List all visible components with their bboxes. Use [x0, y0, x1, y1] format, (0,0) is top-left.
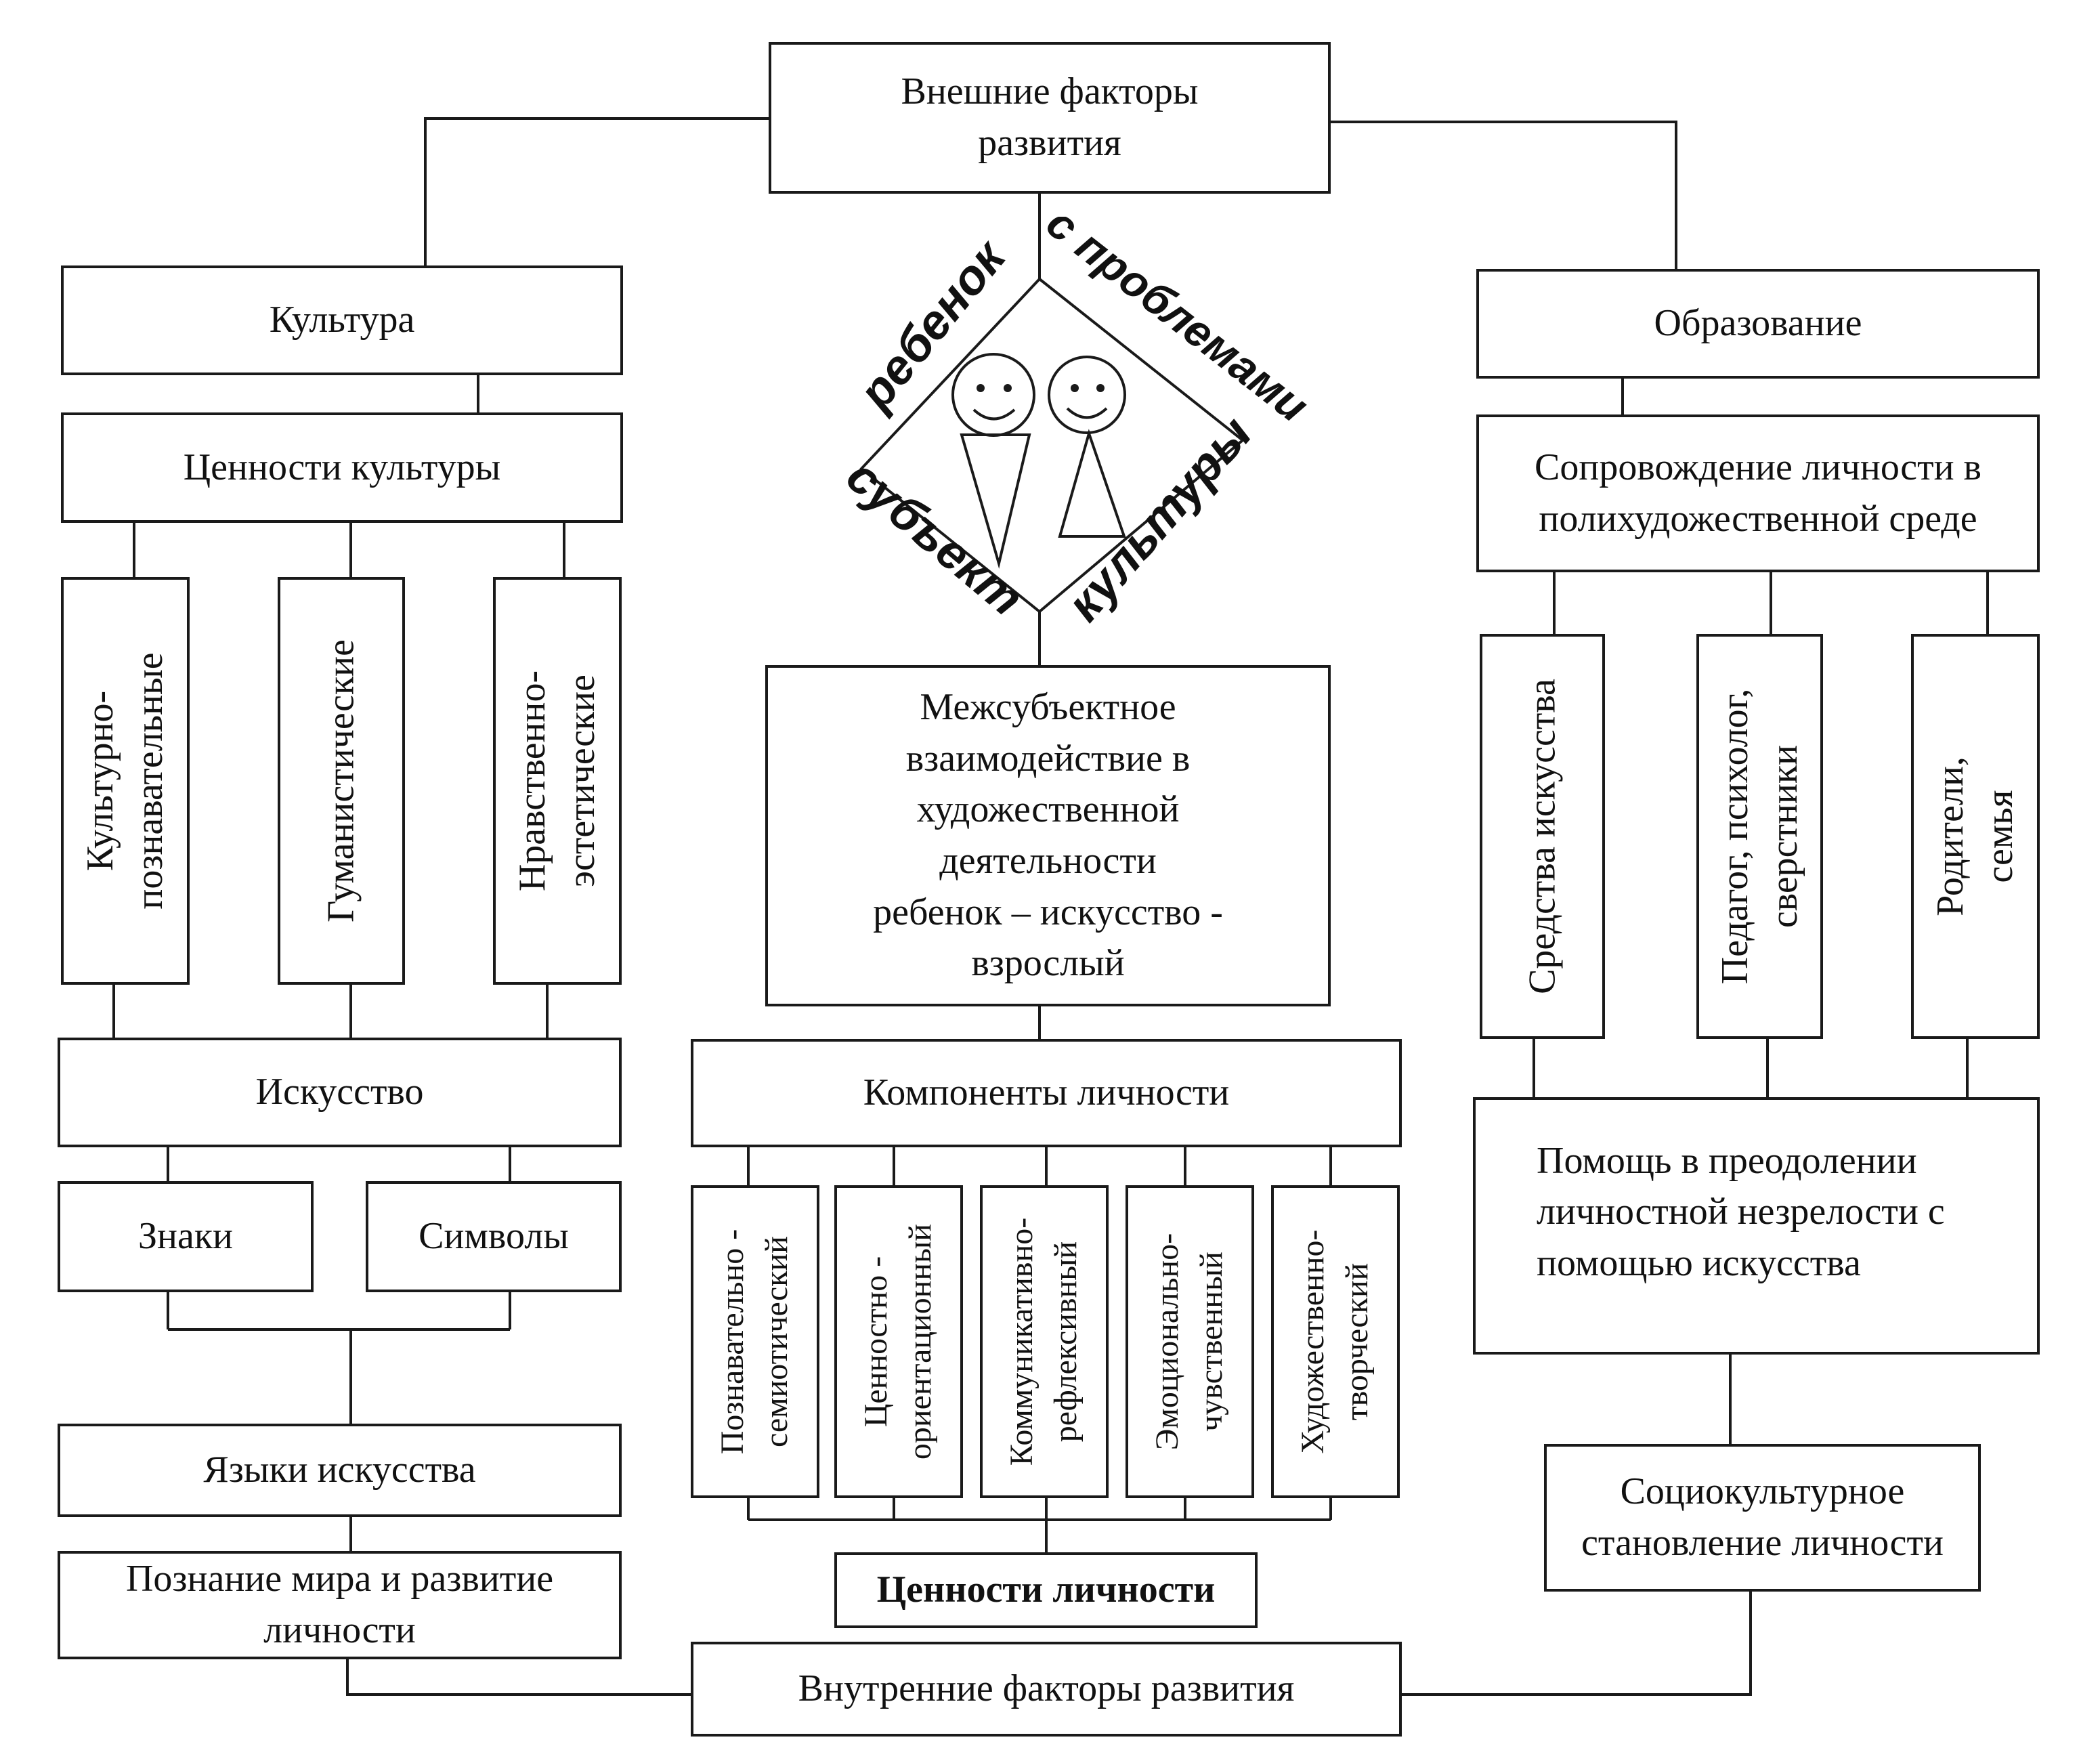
component-communicative-reflexive: Коммуникативно- рефлексивный [980, 1185, 1109, 1498]
personality-components-label: Компоненты личности [863, 1071, 1230, 1114]
personality-components-box: Компоненты личности [691, 1039, 1402, 1147]
component-value-orientation: Ценностно - ориентационный [834, 1185, 963, 1498]
support-line1: Сопровождение личности в [1535, 446, 1981, 488]
art-means-box: Средства искусства [1480, 634, 1605, 1039]
component-artistic-creative: Художественно- творческий [1271, 1185, 1400, 1498]
component-line2: рефлексивный [1048, 1241, 1084, 1443]
sociocultural-line2: становление личности [1581, 1522, 1944, 1564]
culture-box: Культура [61, 265, 623, 375]
culture-values-box: Ценности культуры [61, 412, 623, 523]
art-means-label: Средства искусства [1521, 679, 1564, 994]
teacher-line1: Педагог, психолог, [1713, 688, 1756, 985]
culture-values-label: Ценности культуры [183, 446, 501, 488]
education-label: Образование [1654, 302, 1862, 345]
component-line1: Коммуникативно- [1004, 1217, 1040, 1466]
interaction-line1: Межсубъектное [920, 686, 1176, 729]
humanistic-label: Гуманистические [320, 639, 362, 922]
interaction-line2: взаимодействие в [905, 737, 1191, 780]
cognition-box: Познание мира и развитие личности [58, 1551, 622, 1659]
girl-figure-icon [1048, 356, 1126, 538]
teacher-line2: сверстники [1763, 744, 1805, 929]
child-subject-diamond: ребенок с проблемами субъект культуры [836, 217, 1318, 631]
external-factors-line2: развития [978, 122, 1121, 164]
moral-aesthetic-line2: эстетические [561, 675, 603, 887]
external-factors-line1: Внешние факторы [901, 70, 1199, 113]
humanistic-box: Гуманистические [278, 577, 405, 985]
sociocultural-line1: Социокультурное [1620, 1470, 1905, 1513]
help-line1: Помощь в преодолении [1537, 1139, 1917, 1182]
cognition-line2: личности [263, 1609, 416, 1651]
sociocultural-box: Социокультурное становление личности [1544, 1444, 1981, 1592]
inner-factors-label: Внутренние факторы развития [798, 1667, 1295, 1710]
cultural-cognitive-line1: Культурно- [79, 690, 122, 872]
personal-values-box: Ценности личности [834, 1552, 1258, 1628]
boy-figure-icon [951, 353, 1035, 569]
support-line2: полихудожественной среде [1539, 497, 1977, 540]
external-factors-box: Внешние факторы развития [769, 42, 1331, 194]
word-with-problems: с проблемами [1037, 217, 1318, 431]
art-label: Искусство [255, 1071, 424, 1113]
cultural-cognitive-box: Культурно- познавательные [61, 577, 190, 985]
component-line2: семиотический [758, 1236, 794, 1447]
component-line1: Познавательно - [714, 1229, 751, 1455]
help-line2: личностной незрелости с [1537, 1191, 1945, 1233]
signs-box: Знаки [58, 1181, 314, 1292]
symbols-box: Символы [366, 1181, 622, 1292]
art-languages-box: Языки искусства [58, 1424, 622, 1517]
component-cognitive-semiotic: Познавательно - семиотический [691, 1185, 819, 1498]
moral-aesthetic-box: Нравственно- эстетические [493, 577, 622, 985]
personal-values-label: Ценности личности [876, 1569, 1216, 1611]
interaction-line3: художественной [916, 788, 1180, 831]
education-box: Образование [1476, 269, 2040, 379]
interaction-line5: ребенок – искусство - [873, 891, 1223, 933]
interaction-line4: деятельности [939, 840, 1157, 882]
art-languages-label: Языки искусства [203, 1449, 476, 1491]
symbols-label: Символы [419, 1215, 569, 1258]
help-line3: помощью искусства [1537, 1241, 1861, 1284]
component-line2: ориентационный [902, 1223, 938, 1460]
component-line1: Художественно- [1295, 1229, 1331, 1454]
teacher-psychologist-box: Педагог, психолог, сверстники [1696, 634, 1823, 1039]
cognition-line1: Познание мира и развитие [125, 1558, 554, 1600]
component-line2: чувственный [1193, 1252, 1229, 1432]
moral-aesthetic-line1: Нравственно- [511, 670, 554, 892]
signs-label: Знаки [137, 1215, 234, 1258]
interaction-box: Межсубъектное взаимодействие в художеств… [765, 665, 1331, 1006]
component-emotional-sensual: Эмоционально- чувственный [1126, 1185, 1254, 1498]
component-line2: творческий [1339, 1262, 1375, 1421]
art-box: Искусство [58, 1038, 622, 1147]
parents-line1: Родители, [1929, 757, 1972, 916]
interaction-line6: взрослый [971, 942, 1125, 985]
inner-factors-box: Внутренние факторы развития [691, 1642, 1402, 1737]
parents-family-box: Родители, семья [1911, 634, 2040, 1039]
help-box: Помощь в преодолении личностной незрелос… [1473, 1097, 2040, 1355]
parents-line2: семья [1979, 790, 2021, 883]
culture-label: Культура [269, 299, 415, 341]
cultural-cognitive-line2: познавательные [129, 652, 171, 910]
component-line1: Эмоционально- [1149, 1233, 1186, 1451]
support-box: Сопровождение личности в полихудожествен… [1476, 414, 2040, 572]
component-line1: Ценностно - [858, 1256, 895, 1428]
